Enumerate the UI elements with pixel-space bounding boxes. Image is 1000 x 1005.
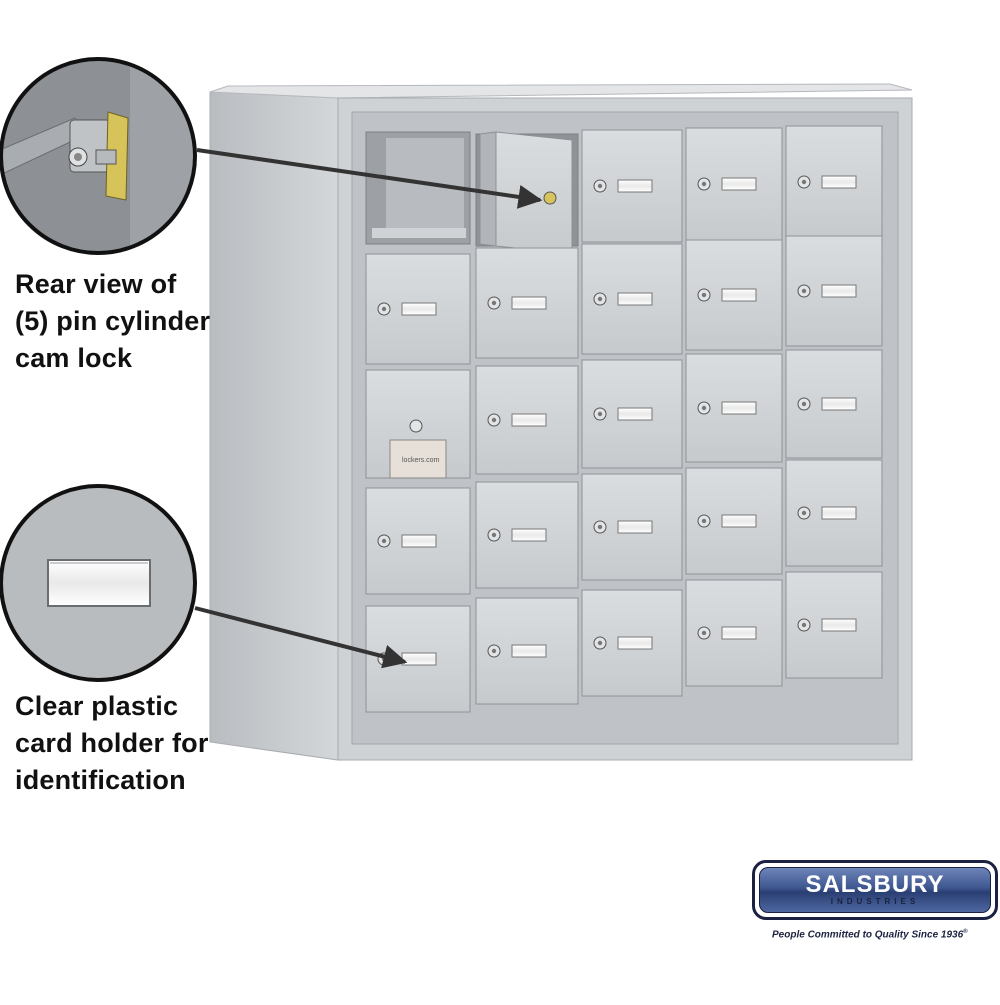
card-holder-icon	[721, 288, 757, 302]
card-holder-icon	[511, 296, 547, 310]
magnifier-circle-icon	[0, 57, 197, 255]
locker-top-panel	[209, 83, 913, 99]
manufacturer-plate	[389, 439, 447, 479]
cam-lock-keyway	[801, 510, 807, 516]
brand-tagline: People Committed to Quality Since 1936®	[772, 929, 997, 940]
cam-lock-keyway	[701, 292, 707, 298]
card-holder-icon	[617, 292, 653, 306]
callout-arrow-icon	[196, 148, 543, 209]
card-holder-icon	[617, 520, 653, 534]
card-holder-icon	[617, 636, 653, 650]
salsbury-logo-badge: SALSBURY INDUSTRIES	[759, 867, 991, 913]
cam-lock-keyway	[701, 518, 707, 524]
card-holder-icon	[721, 177, 757, 191]
magnifier-circle-icon	[0, 484, 197, 682]
cam-lock-icon	[543, 191, 557, 205]
salsbury-logo: SALSBURY INDUSTRIES	[752, 860, 998, 920]
cam-lock-keyway	[491, 417, 497, 423]
cam-lock-keyway	[801, 179, 807, 185]
cam-lock-keyway	[597, 183, 603, 189]
cam-lock-keyway	[597, 411, 603, 417]
card-holder-icon	[617, 407, 653, 421]
card-holder-icon	[821, 397, 857, 411]
manufacturer-plate-text: lockers.com	[402, 457, 440, 464]
cam-lock-keyway	[381, 306, 387, 312]
cam-lock-keyway	[597, 640, 603, 646]
card-holder-icon	[721, 401, 757, 415]
card-holder-icon	[401, 302, 437, 316]
card-holder-icon	[401, 534, 437, 548]
card-holder-icon	[821, 618, 857, 632]
ajar-door-edge	[479, 131, 497, 247]
cam-lock-keyway	[491, 532, 497, 538]
trademark-symbol: ®	[963, 929, 968, 935]
card-holder-icon	[821, 284, 857, 298]
cam-lock-keyway	[701, 630, 707, 636]
card-holder-icon	[1, 486, 195, 680]
callout-card-holder: Clear plastic card holder for identifica…	[15, 691, 209, 795]
callout-cam-lock: Rear view of (5) pin cylinder cam lock	[15, 269, 211, 373]
brand-name: SALSBURY	[805, 871, 945, 898]
cam-lock-keyway	[381, 538, 387, 544]
card-holder-icon	[821, 175, 857, 189]
card-holder-icon	[821, 506, 857, 520]
card-holder-icon	[401, 652, 437, 666]
callout-arrow-icon	[194, 606, 408, 669]
cam-lock-keyway	[491, 300, 497, 306]
card-holder-icon	[511, 644, 547, 658]
brand-subname: INDUSTRIES	[830, 897, 920, 906]
cam-lock-keyway	[597, 296, 603, 302]
locker-doors: lockers.com	[365, 125, 883, 713]
card-holder-icon	[721, 514, 757, 528]
card-holder-icon	[511, 528, 547, 542]
card-holder-icon	[617, 179, 653, 193]
cam-lock-keyway	[701, 405, 707, 411]
cam-lock-keyway	[801, 288, 807, 294]
compartment-floor	[372, 228, 466, 238]
cam-lock-keyway	[801, 401, 807, 407]
cam-lock-keyway	[597, 524, 603, 530]
cam-lock-keyway	[801, 622, 807, 628]
card-holder-icon	[511, 413, 547, 427]
card-holder-icon	[721, 626, 757, 640]
cam-lock-keyway	[491, 648, 497, 654]
cam-lock-icon	[409, 419, 423, 433]
locker-side-panel	[209, 91, 339, 761]
cam-lock-keyway	[701, 181, 707, 187]
ajar-door	[495, 131, 573, 255]
brand-tagline-text: People Committed to Quality Since 1936	[772, 929, 964, 941]
